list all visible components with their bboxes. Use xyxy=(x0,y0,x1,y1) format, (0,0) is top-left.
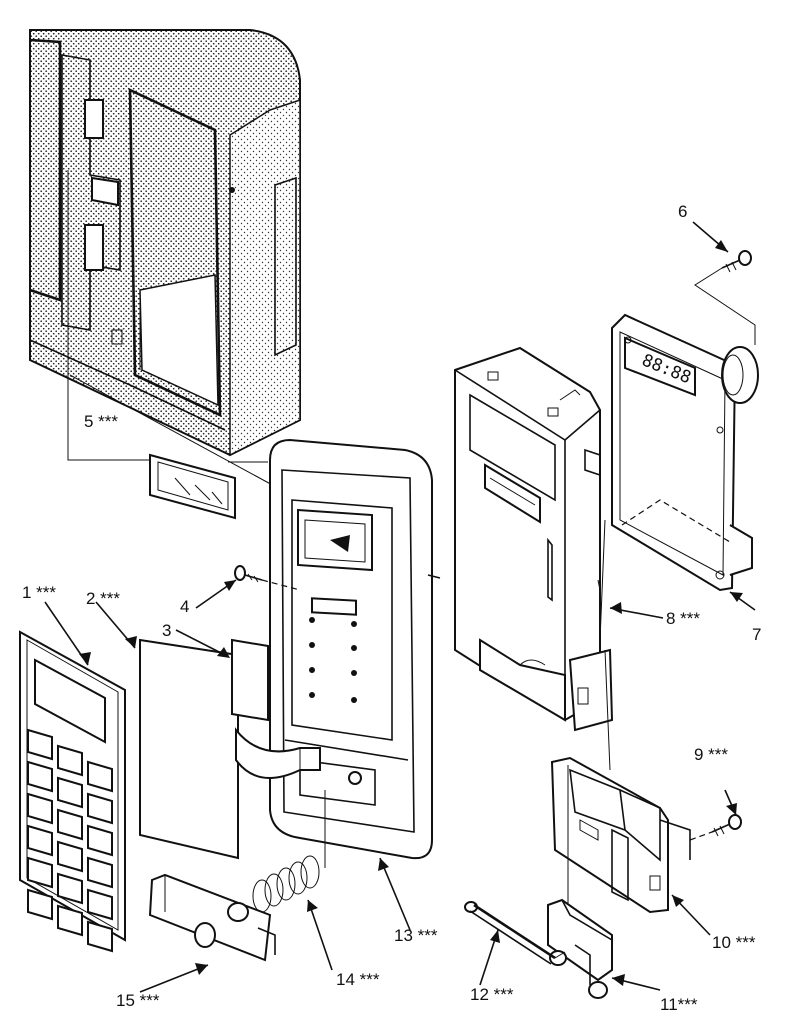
callout-arrowheads xyxy=(79,240,743,986)
keypad-key xyxy=(87,920,113,953)
microwave-cabinet xyxy=(29,29,301,457)
frame-button-holes xyxy=(309,617,357,703)
keypad-key xyxy=(27,792,53,825)
keypad-key xyxy=(87,760,113,793)
part-2-membrane-sheet xyxy=(139,638,239,860)
part-1-keypad-overlay xyxy=(19,630,126,953)
keypad-key xyxy=(27,888,53,921)
part-5-window xyxy=(149,453,236,520)
keypad-key xyxy=(57,744,83,777)
keypad-key xyxy=(27,856,53,889)
callout-7: 7 xyxy=(752,625,761,644)
part-4-screw xyxy=(234,565,301,591)
part-14-spring xyxy=(252,790,326,913)
part-9-screw xyxy=(689,814,742,841)
keypad-key xyxy=(57,904,83,937)
leader-lines-cabinet xyxy=(67,170,301,501)
keypad-key xyxy=(87,856,113,889)
callout-14: 14 *** xyxy=(336,970,380,989)
callout-15: 15 *** xyxy=(116,991,160,1010)
part-11-latch xyxy=(547,898,613,999)
keypad-key xyxy=(57,840,83,873)
part-13-control-frame xyxy=(269,438,441,860)
callout-12: 12 *** xyxy=(470,985,514,1004)
keypad-key xyxy=(27,728,53,761)
keypad-key xyxy=(57,808,83,841)
part-7-circuit-board: 88:88 xyxy=(611,313,759,592)
keypad-key xyxy=(57,872,83,905)
callout-labels: 1 *** 2 *** 3 4 5 *** 6 7 8 *** 9 *** 10… xyxy=(22,202,761,1014)
callout-3: 3 xyxy=(162,621,171,640)
callout-1: 1 *** xyxy=(22,583,56,602)
keypad-key xyxy=(27,824,53,857)
part-3-flex-connector xyxy=(231,638,321,779)
part-10-switch-bracket xyxy=(550,649,691,950)
part-6-screw xyxy=(694,250,756,345)
keypad-key xyxy=(87,888,113,921)
keypad-key xyxy=(87,824,113,857)
keypad-key xyxy=(27,760,53,793)
callout-11: 11*** xyxy=(660,995,698,1014)
part-15-door-release-lever xyxy=(148,873,276,962)
part-8-control-housing xyxy=(454,346,614,732)
keypad-key xyxy=(57,776,83,809)
callout-4: 4 xyxy=(180,597,189,616)
callout-8: 8 *** xyxy=(666,609,700,628)
keypad-key xyxy=(87,792,113,825)
part-12-pin xyxy=(464,901,566,965)
callout-13: 13 *** xyxy=(394,926,438,945)
callout-5: 5 *** xyxy=(84,412,118,431)
callout-10: 10 *** xyxy=(712,933,756,952)
callout-6: 6 xyxy=(678,202,687,221)
callout-2: 2 *** xyxy=(86,589,120,608)
callout-9: 9 *** xyxy=(694,745,728,764)
